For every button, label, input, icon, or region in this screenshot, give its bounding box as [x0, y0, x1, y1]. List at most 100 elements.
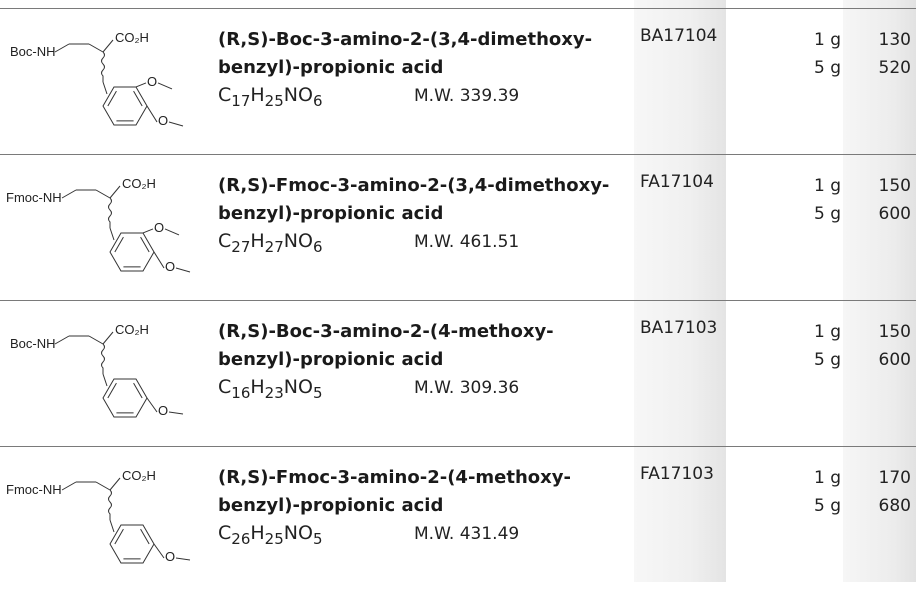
double-bond-line [114, 528, 124, 545]
formula-element: C [218, 376, 232, 398]
bond-line [54, 335, 70, 345]
pack-size: 1 g [813, 30, 841, 50]
pack-size: 5 g [813, 350, 841, 370]
molecular-weight: M.W. 339.39 [414, 86, 520, 106]
double-bond-line [114, 236, 124, 253]
compound-name-line-2: benzyl)-propionic acid [218, 349, 444, 370]
formula-count: 5 [312, 530, 323, 548]
molecular-weight: M.W. 309.36 [414, 378, 520, 398]
bond-line [168, 411, 184, 415]
bond-line [61, 189, 77, 199]
benzene-ring [102, 86, 148, 126]
bond-line [153, 543, 165, 559]
bond-line [157, 82, 173, 90]
bond-line [168, 121, 184, 127]
catalog-code-column-shade [634, 0, 726, 582]
stereo-wavy-bond [108, 489, 112, 520]
carboxylic-acid-label: CO₂H [115, 30, 149, 45]
bond-line [102, 373, 108, 387]
methoxy-oxygen-label: O [158, 113, 168, 128]
bond-line [54, 43, 70, 53]
stereo-wavy-bond [101, 51, 105, 82]
price: 520 [878, 58, 911, 78]
formula-element: NO [283, 522, 313, 544]
carboxylic-acid-label: CO₂H [115, 322, 149, 337]
bond-line [146, 397, 158, 413]
price-column-shade [843, 0, 916, 582]
methoxy-oxygen-label: O [154, 220, 164, 235]
protecting-group-label: Fmoc-NH [6, 482, 62, 497]
formula-count: 23 [264, 384, 284, 402]
benzene-ring [109, 524, 155, 564]
compound-name-line-1: (R,S)-Fmoc-3-amino-2-(4-methoxy- [218, 467, 571, 488]
pack-size: 1 g [813, 176, 841, 196]
protecting-group-label: Boc-NH [10, 44, 56, 59]
benzene-ring [109, 232, 155, 272]
bond-line [109, 477, 121, 491]
formula-element: C [218, 230, 232, 252]
protecting-group-label: Boc-NH [10, 336, 56, 351]
bond-line [88, 43, 104, 53]
formula-count: 26 [231, 530, 251, 548]
formula-count: 17 [231, 92, 251, 110]
bond-line [109, 519, 115, 533]
methoxy-oxygen-label: O [158, 403, 168, 418]
compound-name: (R,S)-Fmoc-3-amino-2-(4-methoxy-benzyl)-… [218, 464, 628, 520]
bond-line [102, 331, 114, 345]
double-bond-line [140, 528, 150, 545]
product-row: Boc-NH CO₂H O (R,S)-Boc-3-amino-2-(4-methox… [0, 300, 916, 446]
bond-line [109, 185, 121, 199]
molecular-formula: C16H23NO5 [218, 376, 322, 402]
price: 150 [878, 176, 911, 196]
row-divider [0, 446, 916, 447]
compound-name-line-1: (R,S)-Fmoc-3-amino-2-(3,4-dimethoxy- [218, 175, 610, 196]
bond-line [135, 82, 147, 88]
compound-name-line-1: (R,S)-Boc-3-amino-2-(4-methoxy- [218, 321, 554, 342]
catalog-code: BA17103 [640, 318, 718, 338]
formula-count: 27 [264, 238, 284, 256]
bond-line [175, 557, 191, 561]
carboxylic-acid-label: CO₂H [122, 468, 156, 483]
price: 680 [878, 496, 911, 516]
formula-element: H [250, 230, 265, 252]
catalog-code: FA17104 [640, 172, 714, 192]
double-bond-line [140, 236, 150, 253]
benzene-ring [102, 378, 148, 418]
bond-line [142, 228, 154, 234]
carboxylic-acid-label: CO₂H [122, 176, 156, 191]
price: 150 [878, 322, 911, 342]
molecular-weight: M.W. 461.51 [414, 232, 520, 252]
row-divider [0, 154, 916, 155]
formula-count: 16 [231, 384, 251, 402]
formula-element: C [218, 522, 232, 544]
formula-element: NO [283, 376, 313, 398]
pack-size: 1 g [813, 468, 841, 488]
formula-count: 27 [231, 238, 251, 256]
formula-element: C [218, 84, 232, 106]
compound-name: (R,S)-Boc-3-amino-2-(4-methoxy-benzyl)-p… [218, 318, 628, 374]
compound-name-line-2: benzyl)-propionic acid [218, 203, 444, 224]
formula-element: H [250, 376, 265, 398]
formula-count: 5 [312, 384, 323, 402]
methoxy-oxygen-label: O [165, 259, 175, 274]
formula-element: H [250, 84, 265, 106]
bond-line [153, 251, 165, 269]
molecular-formula: C27H27NO6 [218, 230, 322, 256]
bond-line [175, 267, 191, 273]
price: 130 [878, 30, 911, 50]
row-divider [0, 300, 916, 301]
formula-element: NO [283, 230, 313, 252]
